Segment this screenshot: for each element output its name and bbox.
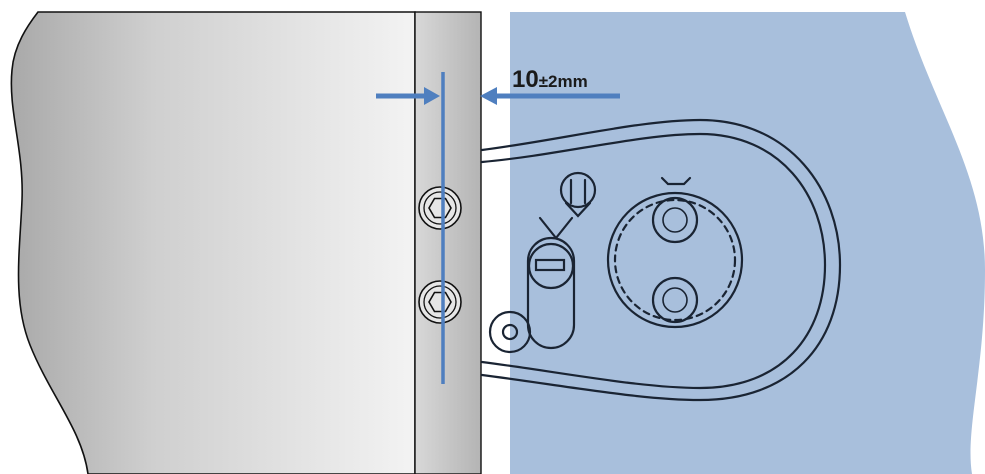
dimension-value: 10	[512, 66, 539, 93]
hex-socket-screw-icon	[418, 186, 462, 230]
rotary-lock-icon	[480, 118, 842, 402]
door-panel	[10, 11, 416, 474]
dimension-arrow-right	[480, 87, 620, 105]
hex-socket-screw-icon	[418, 280, 462, 324]
frame-strip	[414, 11, 482, 474]
dimension-arrow-left	[376, 87, 440, 105]
dimension-tolerance: ±2mm	[538, 72, 588, 91]
dimension-label: 10±2mm	[512, 66, 588, 94]
blue-mounting-panel	[510, 12, 985, 474]
